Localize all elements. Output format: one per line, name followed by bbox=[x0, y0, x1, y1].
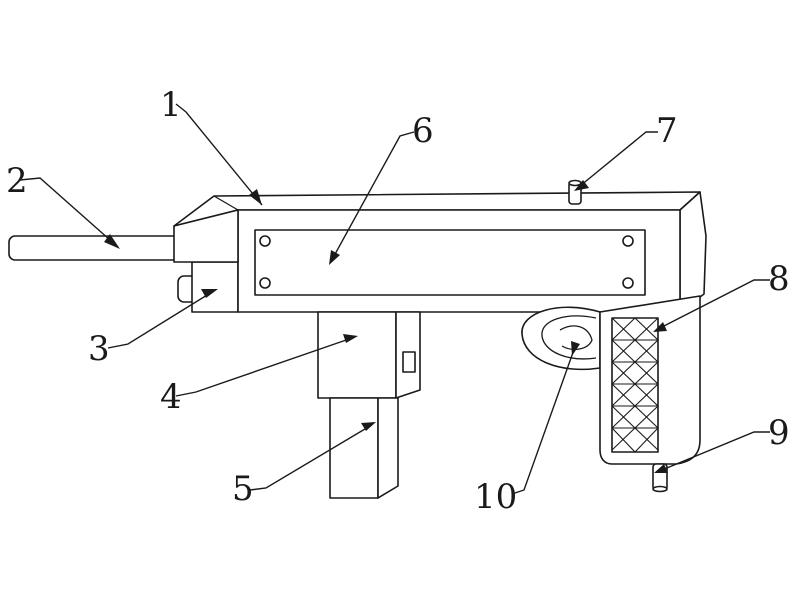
magazine-housing bbox=[317, 311, 421, 399]
screw-bottom-right bbox=[622, 277, 634, 289]
callout-8: 8 bbox=[768, 259, 790, 299]
arrow-3 bbox=[201, 289, 218, 298]
leader-lines bbox=[19, 103, 770, 495]
rod bbox=[8, 235, 180, 261]
screw-bottom-left bbox=[259, 277, 271, 289]
grip-hatching bbox=[611, 317, 659, 453]
leader-1 bbox=[175, 103, 263, 206]
callout-2: 2 bbox=[6, 161, 28, 201]
leader-10 bbox=[511, 343, 577, 495]
screw-top-right bbox=[622, 235, 634, 247]
latch-button bbox=[402, 351, 416, 373]
arrow-2 bbox=[104, 234, 120, 249]
arrow-5 bbox=[361, 422, 376, 431]
callout-10: 10 bbox=[474, 477, 517, 517]
handle bbox=[599, 295, 701, 465]
bottom-pin bbox=[652, 463, 668, 493]
leader-7 bbox=[579, 131, 658, 187]
leader-6 bbox=[333, 131, 415, 257]
arrow-9 bbox=[654, 464, 668, 473]
leader-2 bbox=[19, 177, 111, 241]
callout-4: 4 bbox=[160, 377, 182, 417]
arrow-10 bbox=[571, 341, 580, 356]
leader-8 bbox=[659, 279, 770, 329]
callout-labels: 1 2 3 4 5 6 7 8 9 10 bbox=[6, 85, 790, 517]
screw-top-left bbox=[259, 235, 271, 247]
callout-9: 9 bbox=[768, 413, 790, 453]
top-pin bbox=[568, 179, 582, 205]
grip-panel bbox=[611, 317, 659, 453]
lower-column bbox=[329, 397, 399, 499]
arrow-6 bbox=[329, 250, 340, 265]
front-block bbox=[177, 261, 239, 313]
callout-1: 1 bbox=[160, 85, 182, 125]
leader-3 bbox=[107, 291, 213, 349]
arrow-1 bbox=[249, 189, 262, 205]
leader-9 bbox=[661, 431, 770, 471]
arrow-8 bbox=[653, 322, 667, 332]
arrowheads bbox=[104, 180, 668, 473]
leader-5 bbox=[249, 425, 371, 491]
callout-7: 7 bbox=[656, 111, 678, 151]
leader-4 bbox=[175, 337, 353, 397]
callout-3: 3 bbox=[88, 329, 110, 369]
arrow-7 bbox=[574, 180, 589, 191]
trigger-ring bbox=[521, 306, 601, 371]
nameplate bbox=[254, 229, 646, 296]
callout-5: 5 bbox=[232, 469, 254, 509]
arrow-4 bbox=[343, 334, 358, 343]
callout-6: 6 bbox=[412, 111, 434, 151]
